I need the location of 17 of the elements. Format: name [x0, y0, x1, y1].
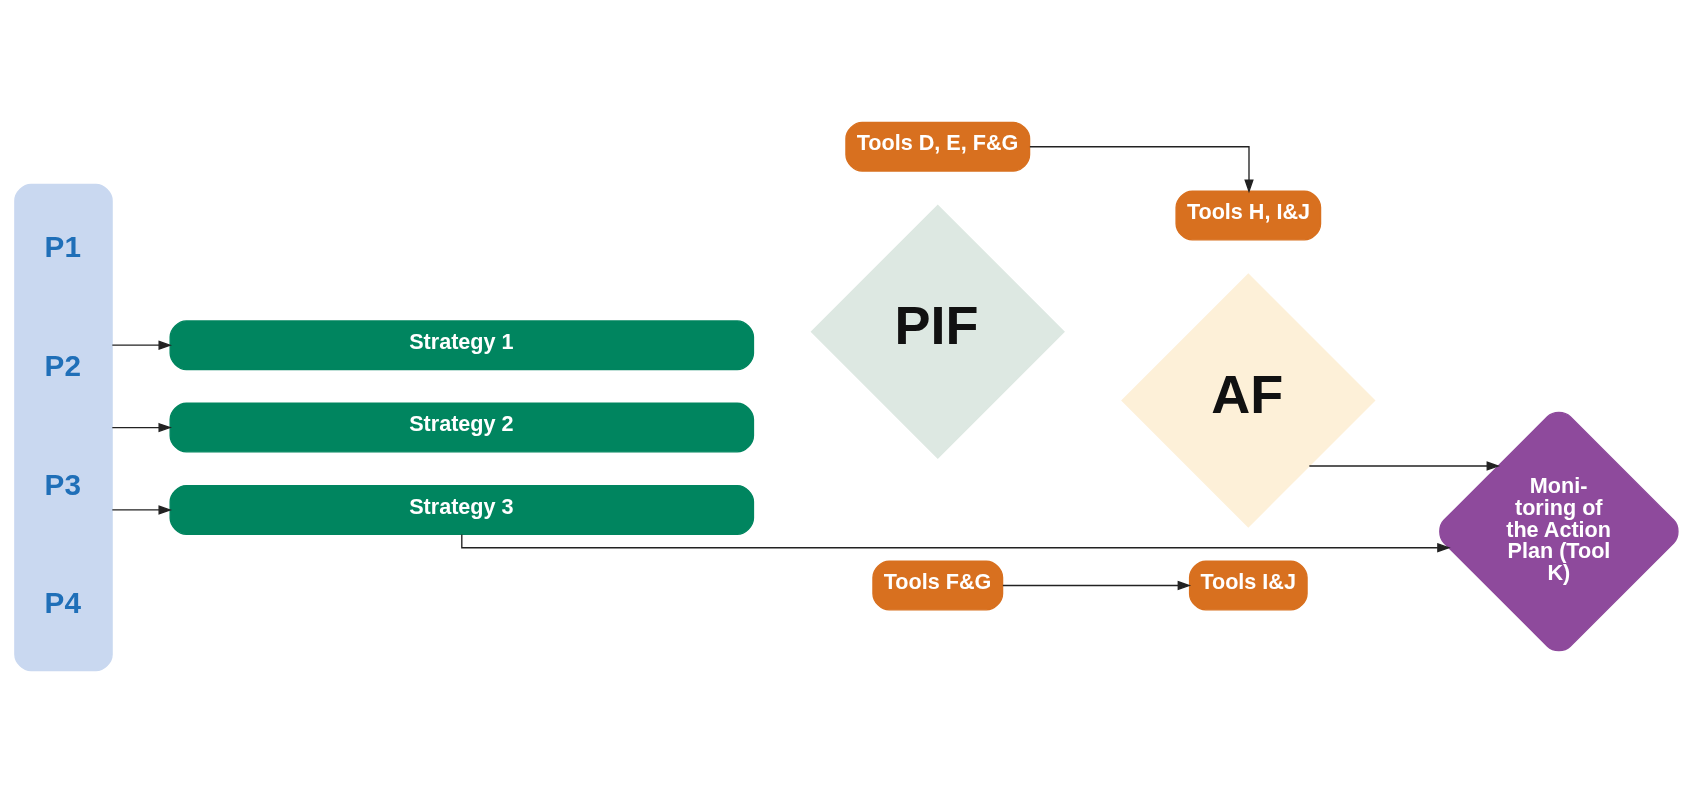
node-diamond: AF: [1121, 273, 1376, 528]
node-box: Tools F&G: [872, 560, 1004, 611]
node-diamond: PIF: [810, 204, 1065, 459]
arrow: [111, 505, 172, 515]
arrow: [111, 340, 172, 350]
arrow: [1002, 580, 1192, 591]
node-box: Tools I&J: [1188, 560, 1308, 611]
node-box: Strategy 1: [169, 320, 755, 371]
node-box: P1 P2 P3 P4: [14, 183, 113, 672]
arrow: [1029, 146, 1254, 194]
node-box: Strategy 3: [169, 484, 755, 535]
node-box: Tools H, I&J: [1175, 190, 1322, 241]
arrow: [461, 533, 1451, 553]
arrow: [111, 422, 172, 433]
node-box: Tools D, E, F&G: [845, 121, 1031, 172]
node-box: Strategy 2: [169, 402, 755, 453]
arrow: [1308, 461, 1501, 471]
